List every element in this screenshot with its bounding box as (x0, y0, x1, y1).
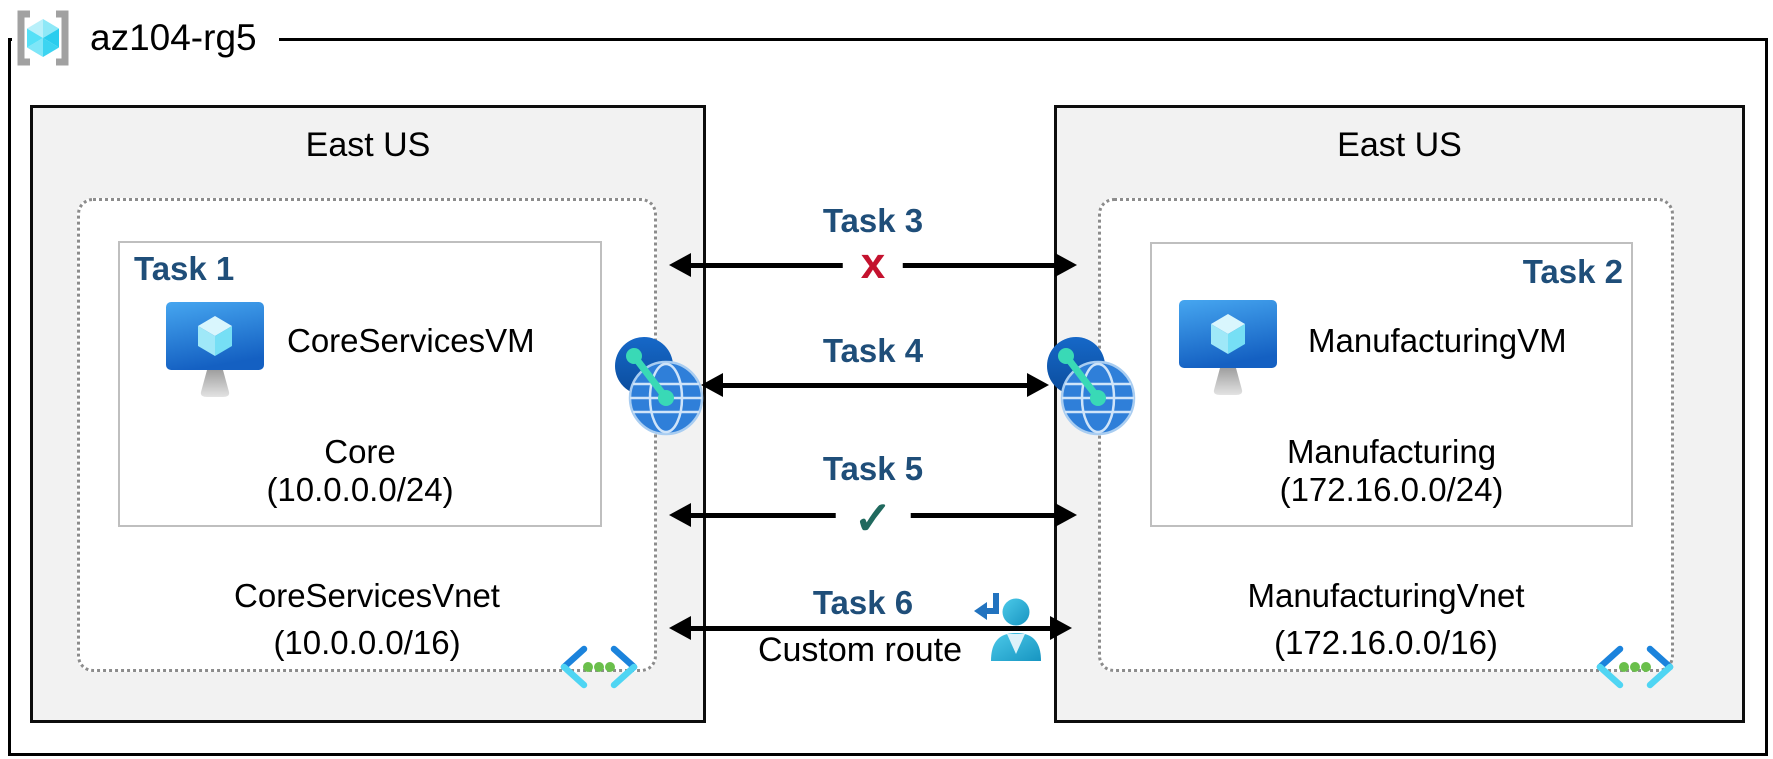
vnet-label-manufacturing: ManufacturingVnet (172.16.0.0/16) (1098, 572, 1674, 666)
vnet-name: ManufacturingVnet (1247, 577, 1525, 614)
subnet-name: Core (324, 433, 396, 470)
resource-group-name: az104-rg5 (90, 17, 257, 58)
virtual-network-icon (560, 645, 638, 689)
network-interface-icon (1047, 337, 1136, 436)
resource-group-icon (17, 10, 69, 66)
task5-label: Task 5 (822, 450, 924, 487)
subnet-label-manufacturing: Manufacturing (172.16.0.0/24) (1150, 433, 1633, 509)
vm-name-manufacturing: ManufacturingVM (1308, 322, 1567, 359)
vnet-cidr: (10.0.0.0/16) (273, 624, 461, 661)
task6-arrow (669, 616, 1072, 640)
allowed-check-marker: ✓ (835, 494, 911, 541)
subnet-name: Manufacturing (1286, 433, 1497, 470)
region-title-left: East US (305, 126, 431, 164)
virtual-machine-icon (1179, 300, 1277, 395)
task5-arrow: ✓ (669, 494, 1077, 541)
task1-label: Task 1 (134, 250, 235, 287)
subnet-box-core (118, 241, 602, 527)
task3-arrow: x (669, 241, 1077, 286)
resource-group-label: az104-rg5 (12, 8, 279, 68)
virtual-machine-icon (166, 302, 264, 397)
network-interface-icon (615, 337, 704, 436)
resource-group-frame (8, 38, 1768, 756)
subnet-cidr: (10.0.0.0/24) (266, 471, 454, 508)
blocked-x-marker: x (842, 241, 904, 286)
task4-label: Task 4 (822, 332, 924, 369)
virtual-network-icon (1596, 645, 1674, 689)
route-return-arrow-icon (974, 593, 999, 620)
user-icon (991, 598, 1041, 661)
custom-route-label: Custom route (757, 631, 963, 669)
subnet-label-core: Core (10.0.0.0/24) (118, 433, 602, 509)
vnet-cidr: (172.16.0.0/16) (1274, 624, 1498, 661)
task2-label: Task 2 (1522, 253, 1623, 290)
subnet-cidr: (172.16.0.0/24) (1279, 471, 1504, 508)
region-title-right: East US (1337, 126, 1462, 164)
task3-label: Task 3 (822, 202, 924, 239)
task6-label: Task 6 (812, 584, 914, 621)
vnet-label-coreservices: CoreServicesVnet (10.0.0.0/16) (77, 572, 657, 666)
task4-arrow (701, 373, 1049, 397)
vnet-name: CoreServicesVnet (234, 577, 500, 614)
vm-name-coreservices: CoreServicesVM (287, 322, 535, 359)
